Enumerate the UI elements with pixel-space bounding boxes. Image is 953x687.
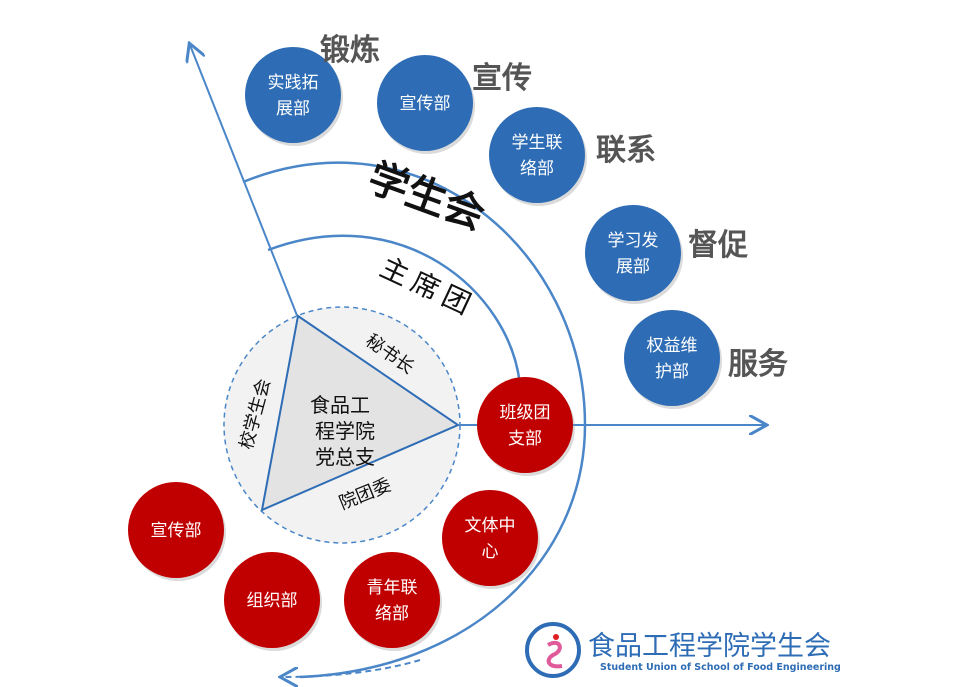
red-department-label: 组织部 [247,591,298,611]
red-department-node: 组织部 [224,552,322,651]
role-verb: 宣传 [472,61,532,96]
triangle-center-1: 食品工 [310,393,370,417]
blue-department-label: 实践拓 [268,73,319,93]
blue-department-circle [489,107,585,203]
blue-department-label: 护部 [655,362,689,382]
blue-department-label: 展部 [276,99,310,119]
logo: 食品工程学院学生会 Student Union of School of Foo… [525,622,841,678]
blue-department-label: 学习发 [608,231,659,251]
blue-department-label: 展部 [616,257,650,277]
red-department-circle [344,552,440,648]
blue-department-label: 学生联 [512,133,563,153]
red-department-circle [224,552,320,648]
outer-arc-dashed-arrow [282,659,421,677]
triangle-center-2: 程学院 [315,419,375,443]
blue-department-label: 络部 [520,159,554,179]
red-department-node: 宣传部 [128,482,226,581]
red-department-circle [442,490,538,586]
blue-department-circle [245,47,341,143]
red-department-label: 宣传部 [151,521,202,541]
red-department-label: 青年联 [367,578,418,598]
blue-department-node: 宣传部 [377,55,475,154]
role-verb: 督促 [688,228,748,263]
red-department-circle [477,377,573,473]
triangle [260,314,461,512]
red-department-label: 络部 [375,604,409,624]
blue-department-label: 权益维 [647,336,698,356]
blue-department-label: 宣传部 [400,94,451,114]
vertical-axis-arrow [190,45,299,319]
red-department-label: 文体中 [465,516,516,536]
logo-en: Student Union of School of Food Engineer… [600,662,841,673]
red-department-label: 支部 [508,429,542,449]
middle-arc [267,234,522,386]
triangle-center-3: 党总支 [315,445,375,469]
role-verb: 服务 [728,347,788,382]
red-department-circle [128,482,224,578]
blue-department-circle [585,205,681,301]
role-verb: 联系 [596,133,656,168]
blue-department-circle [377,55,473,151]
blue-department-circle [624,310,720,406]
logo-cn: 食品工程学院学生会 [588,631,831,662]
role-verb: 锻炼 [320,33,380,68]
red-department-label: 班级团 [500,403,551,423]
red-department-label: 心 [482,542,499,562]
